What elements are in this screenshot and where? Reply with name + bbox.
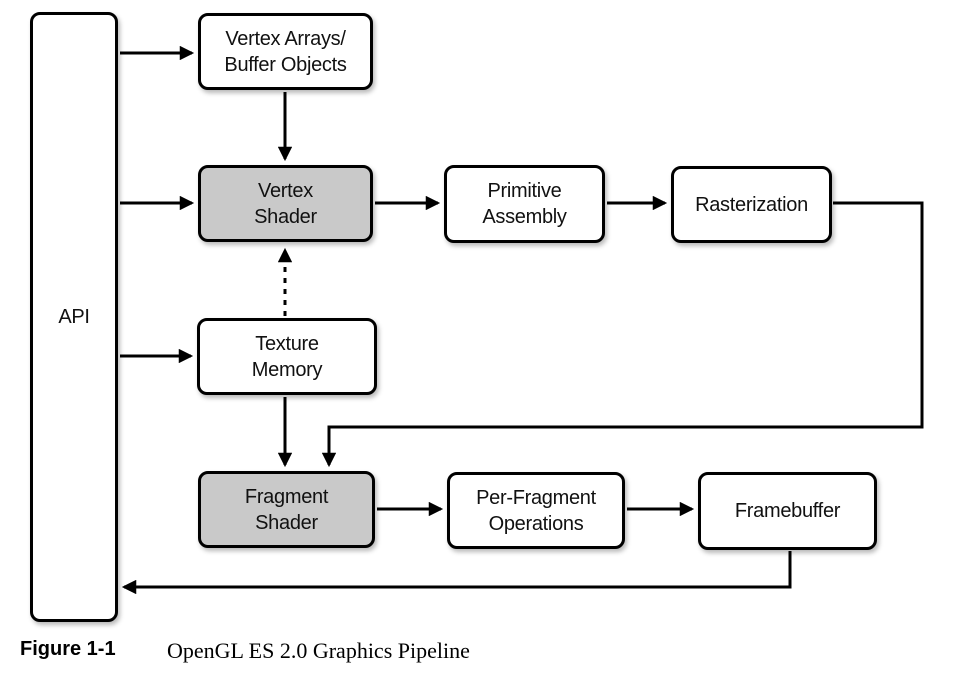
figure-label: Figure 1-1 <box>20 638 116 660</box>
node-fragment-shader: Fragment Shader <box>198 471 375 548</box>
edge-rasterization-to-fragment-shader <box>321 201 924 468</box>
node-framebuffer: Framebuffer <box>698 472 877 550</box>
figure-title: OpenGL ES 2.0 Graphics Pipeline <box>167 638 470 663</box>
node-texture-memory: Texture Memory <box>197 318 377 395</box>
node-api: API <box>30 12 118 622</box>
node-vertex-shader: Vertex Shader <box>198 165 373 242</box>
node-vertex-arrays: Vertex Arrays/ Buffer Objects <box>198 13 373 90</box>
node-primitive-assembly: Primitive Assembly <box>444 165 605 243</box>
node-per-fragment-operations: Per-Fragment Operations <box>447 472 625 549</box>
node-rasterization: Rasterization <box>671 166 832 243</box>
edge-framebuffer-to-api <box>121 551 792 595</box>
